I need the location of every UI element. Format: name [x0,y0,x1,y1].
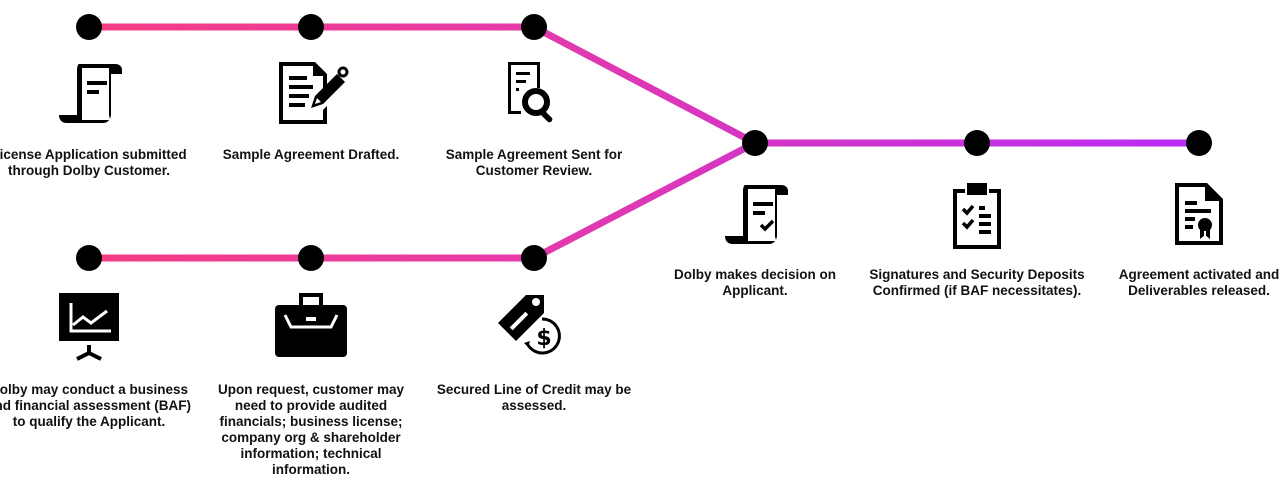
scroll-document-icon [49,52,129,132]
node-step-2 [298,14,324,40]
top-branch-line [89,23,757,147]
scroll-checkmark-icon [715,173,795,253]
node-step-6 [1186,130,1212,156]
step-b3-label: Secured Line of Credit may be assessed. [436,382,632,413]
step-6-label: Agreement activated and Deliverables rel… [1118,267,1280,298]
node-step-3 [521,14,547,40]
briefcase-icon [271,287,351,367]
step-3-label: Sample Agreement Sent for Customer Revie… [445,147,623,178]
document-edit-pencil-icon [271,52,351,132]
node-step-5 [964,130,990,156]
svg-text:$: $ [536,326,551,351]
presentation-chart-icon [49,287,129,367]
step-b1-label: Dolby may conduct a business and financi… [0,382,192,429]
step-4-label: Dolby makes decision on Applicant. [673,267,837,298]
step-5-label: Signatures and Security Deposits Confirm… [869,267,1085,298]
clipboard-checklist-icon [937,173,1017,253]
node-step-4 [742,130,768,156]
timeline-nodes [76,14,1212,271]
node-step-b2 [298,245,324,271]
step-1-label: License Application submitted through Do… [0,147,187,178]
node-step-b3 [521,245,547,271]
node-step-b1 [76,245,102,271]
document-search-icon [494,52,574,132]
step-b2-label: Upon request, customer may need to provi… [217,382,405,477]
price-tag-dollar-icon: $ [494,287,574,367]
certificate-document-icon [1159,173,1239,253]
node-step-1 [76,14,102,40]
bottom-branch-line [89,139,757,262]
step-2-label: Sample Agreement Drafted. [222,147,400,162]
